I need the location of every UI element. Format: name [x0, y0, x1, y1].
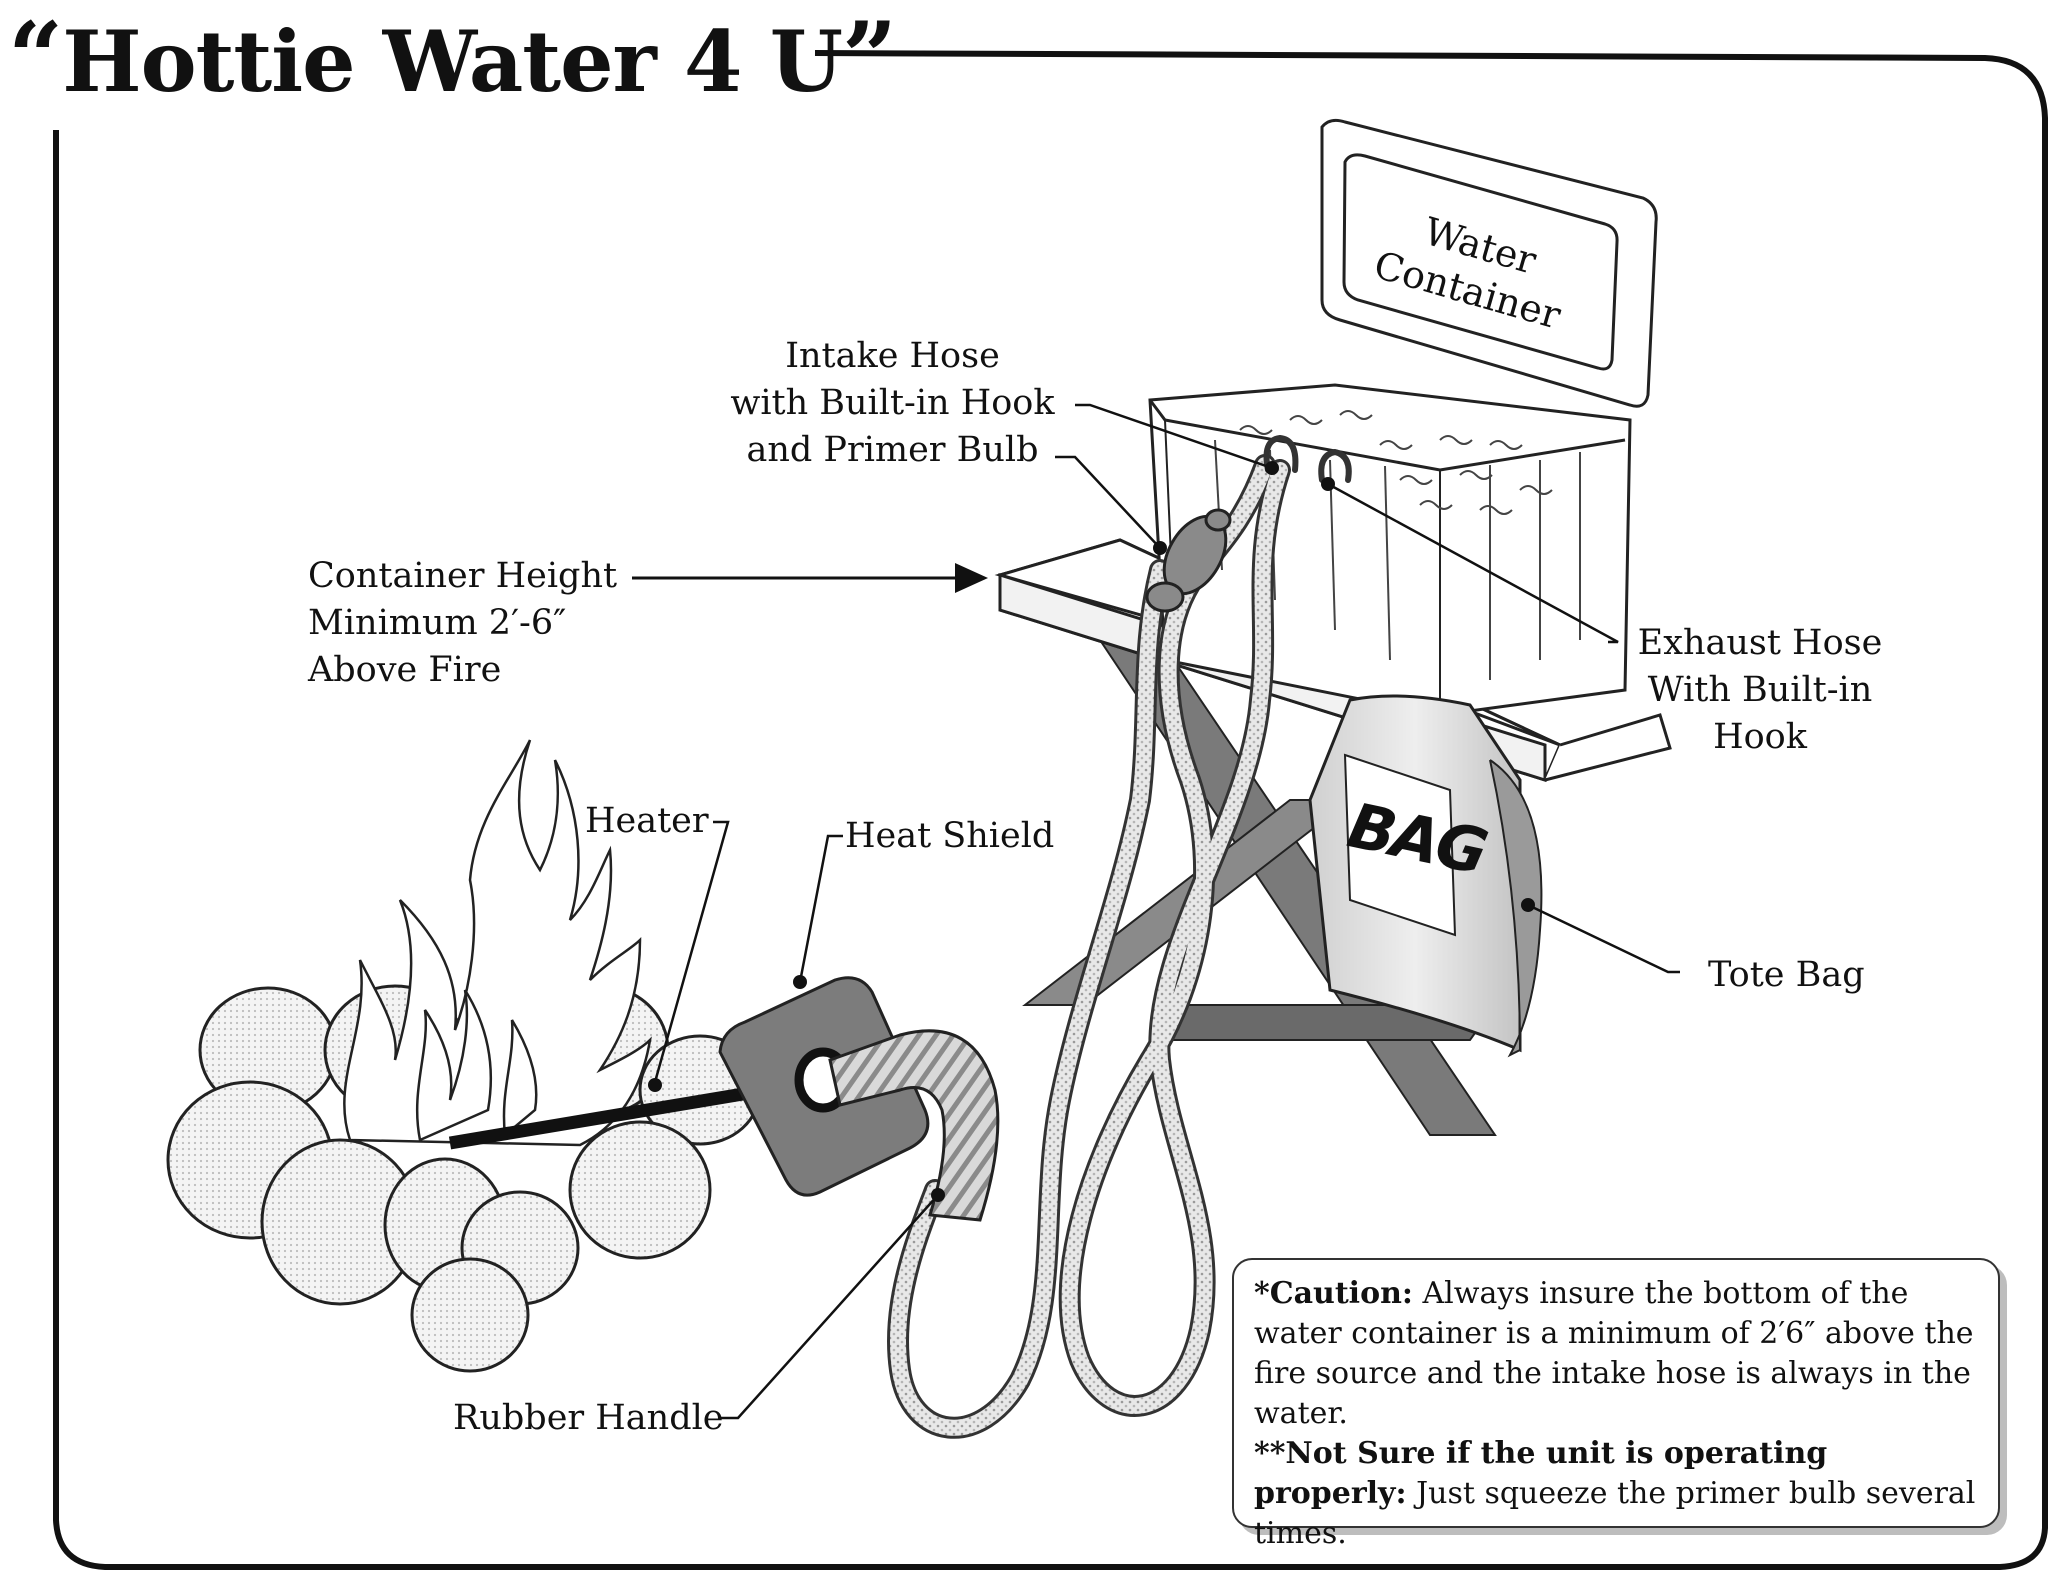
container-height-label-line-1: Container Height	[308, 556, 618, 596]
primer-bulb	[1145, 508, 1232, 613]
leader-lines	[632, 403, 1680, 1420]
tote-bag-label: Tote Bag	[1708, 955, 1865, 995]
title-close-quote: ”	[841, 1, 897, 114]
caution-paragraph: *Caution: Always insure the bottom of th…	[1254, 1274, 1978, 1434]
tote-bag	[1308, 694, 1543, 1058]
caution-text: Always insure the bottom of the water co…	[1254, 1276, 1974, 1431]
rubber-handle	[828, 1029, 1000, 1222]
hoses	[887, 434, 1352, 1439]
page-frame	[53, 50, 2048, 1570]
exhaust-hose-label-line-2: With Built-in	[1647, 670, 1873, 710]
title-open-quote: “	[8, 1, 63, 114]
intake-hose-label: Intake Hose with Built-in Hook and Prime…	[720, 333, 1065, 474]
exhaust-hose-label: Exhaust Hose With Built-in Hook	[1620, 620, 1900, 761]
intake-hose-label-line-3: and Primer Bulb	[746, 430, 1039, 470]
note-lead: **Not Sure if the unit is operating prop…	[1254, 1436, 1828, 1511]
note-paragraph: **Not Sure if the unit is operating prop…	[1254, 1434, 1978, 1554]
heat-shield	[718, 976, 930, 1197]
heater-rod	[448, 1085, 757, 1150]
exhaust-hose-label-line-3: Hook	[1713, 717, 1807, 757]
intake-hose-label-line-2: with Built-in Hook	[730, 383, 1055, 423]
container-height-label-line-2: Minimum 2′-6″	[308, 603, 567, 643]
leader-dots	[648, 461, 1535, 1202]
flames	[343, 739, 652, 1147]
title-text: Hottie Water 4 U	[62, 12, 843, 111]
caution-box: *Caution: Always insure the bottom of th…	[1232, 1258, 2000, 1551]
container-height-label: Container Height Minimum 2′-6″ Above Fir…	[308, 553, 617, 694]
note-text: Just squeeze the primer bulb several tim…	[1254, 1476, 1976, 1551]
heater-label: Heater	[585, 801, 709, 841]
caution-lead: *Caution:	[1254, 1276, 1413, 1311]
intake-hose-label-line-1: Intake Hose	[785, 336, 1000, 376]
page-title: “Hottie Water 4 U”	[8, 8, 897, 112]
container-height-label-line-3: Above Fire	[308, 650, 502, 690]
heat-shield-label: Heat Shield	[845, 816, 1055, 856]
exhaust-hose-label-line-1: Exhaust Hose	[1637, 623, 1883, 663]
rubber-handle-label: Rubber Handle	[453, 1398, 724, 1438]
